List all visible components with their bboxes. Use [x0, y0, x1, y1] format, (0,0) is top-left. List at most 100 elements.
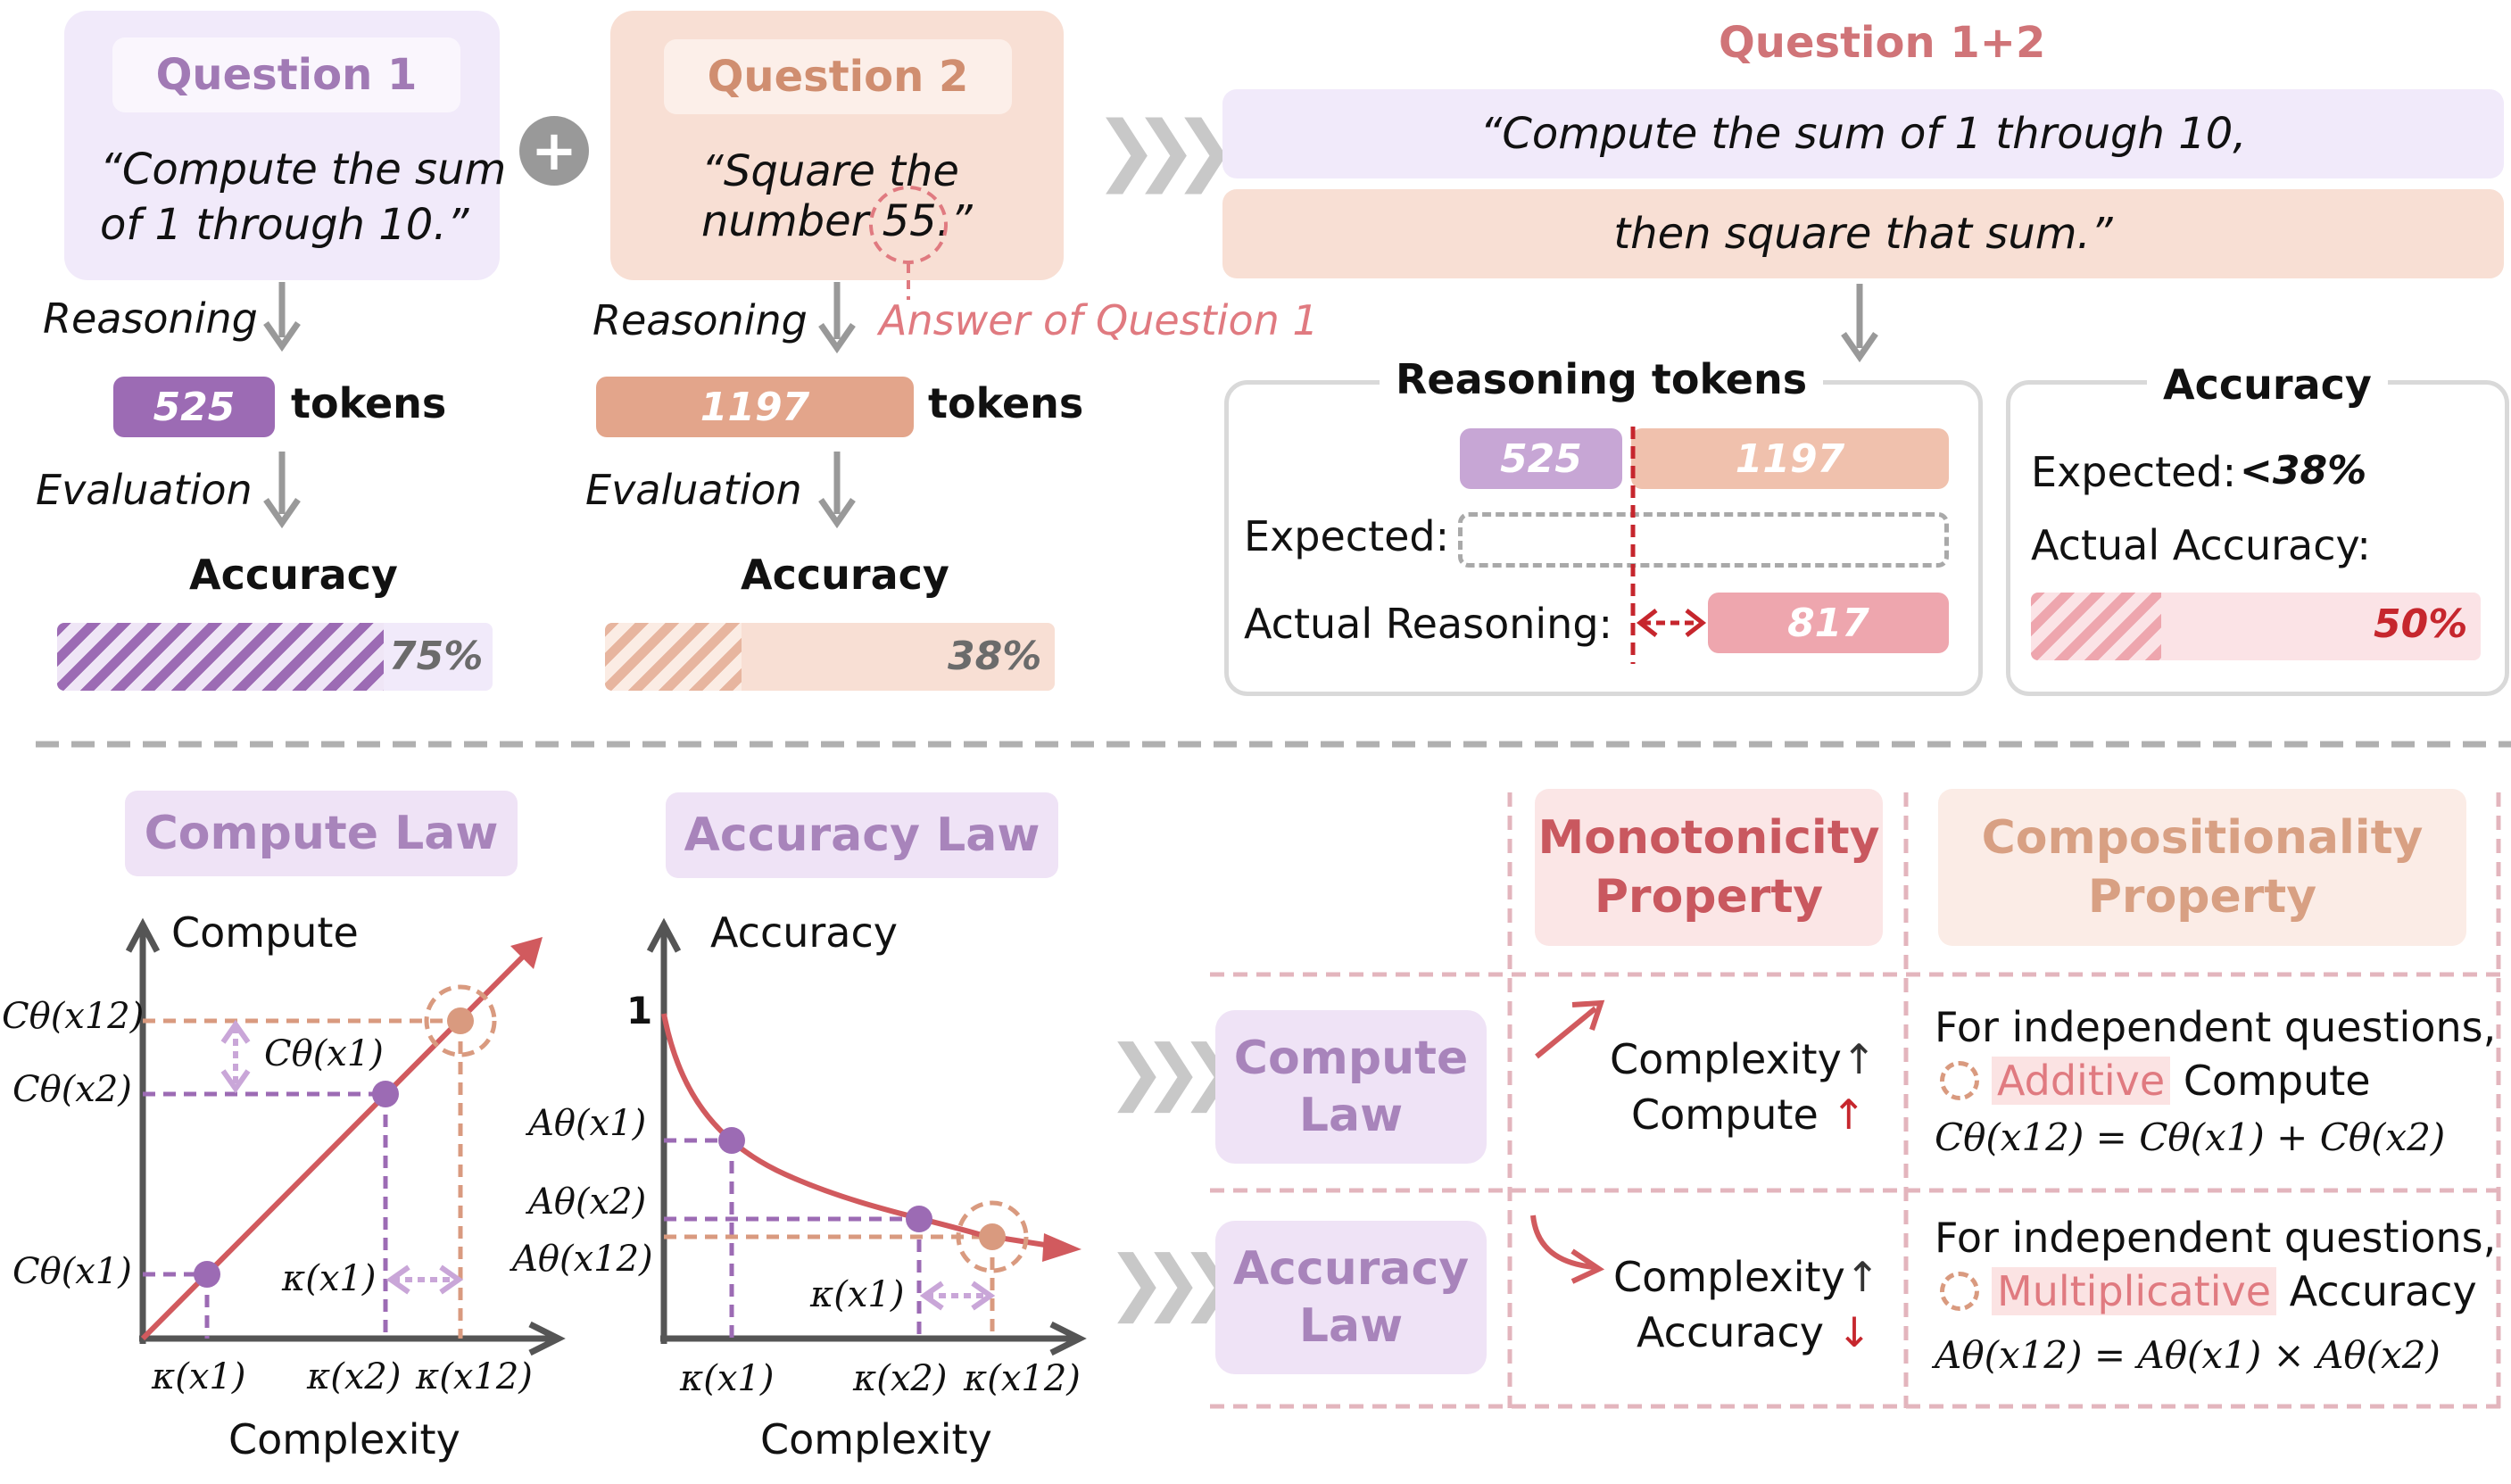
accuracy-comp-line1: For independent questions, [1935, 1214, 2497, 1262]
compute-x-axis-arrowhead [528, 1321, 566, 1356]
compute-point-x12-ring [424, 984, 497, 1057]
col-mono-line1: Monotonicity [1537, 811, 1880, 865]
compute-ytick-x1: Cθ(x1) [12, 1251, 132, 1292]
compute-xtick-x12: κ(x12) [416, 1356, 533, 1397]
compute-xtick-x1: κ(x1) [152, 1356, 246, 1397]
accuracy-actual-bar [2031, 593, 2481, 660]
compute-ytick-x2: Cθ(x2) [12, 1069, 132, 1110]
q2-accuracy-bar [605, 623, 1055, 691]
q12-actual-label: Actual Reasoning: [1244, 600, 1613, 648]
accuracy-point-x1 [718, 1127, 745, 1154]
q12-expected-dashed-bar [1458, 512, 1949, 568]
row-compute-law-header: Compute Law [1215, 1010, 1487, 1164]
accuracy-xtick-x2: κ(x2) [853, 1358, 948, 1399]
q1-tokens-badge: 525 [113, 377, 275, 437]
accuracy-x-axis-arrowhead [1049, 1321, 1087, 1356]
answer-highlight-circle [869, 186, 948, 264]
row-accuracy-line1: Accuracy [1232, 1242, 1470, 1296]
compute-point-x2 [372, 1081, 399, 1107]
q1-evaluation-label: Evaluation [36, 466, 253, 514]
trend-up-arrow [1535, 1006, 1597, 1059]
compute-x-label: Complexity [228, 1415, 460, 1463]
q1-accuracy-label: Accuracy [189, 551, 398, 599]
q2-accuracy-value: 38% [948, 634, 1042, 679]
compute-comp-line1: For independent questions, [1935, 1003, 2497, 1051]
compute-mono-up-red-icon: ↑ [1831, 1090, 1866, 1139]
accuracy-curve-arrowhead [1042, 1233, 1081, 1262]
compute-gap-arrow-horizontal [385, 1264, 464, 1295]
compute-gap-label-bottom: κ(x1) [282, 1258, 377, 1299]
compute-gap-arrow-vertical [220, 1019, 251, 1094]
accuracy-expected-label: Expected: [2031, 448, 2237, 496]
accuracy-ytick-x1: Aθ(x1) [528, 1103, 647, 1144]
row-accuracy-line2: Law [1298, 1299, 1404, 1353]
q2-text-prefix: number [701, 196, 883, 246]
accuracy-mono-down-red-icon: ↓ [1836, 1308, 1872, 1356]
question-1-title: Question 1 [112, 37, 460, 112]
col-monotonicity-header: Monotonicity Property [1535, 789, 1883, 946]
down-arrows [263, 282, 1878, 529]
accuracy-xtick-x12: κ(x12) [964, 1358, 1081, 1399]
q12-tok-q2-badge: 1197 [1631, 428, 1949, 489]
accuracy-actual-fill [2031, 593, 2162, 660]
reasoning-tokens-title: Reasoning tokens [1380, 355, 1824, 403]
accuracy-x-label: Complexity [760, 1415, 992, 1463]
compute-y-label: Compute [171, 908, 359, 957]
compute-mono-up-icon: ↑ [1841, 1035, 1877, 1083]
q2-text-suffix: .” [936, 196, 973, 246]
accuracy-mono-line2: Accuracy ↓ [1637, 1308, 1871, 1356]
accuracy-panel-title: Accuracy [2147, 361, 2388, 409]
col-mono-line2: Property [1594, 870, 1824, 924]
multiplicative-highlight: Multiplicative [1992, 1267, 2277, 1315]
accuracy-point-x12-ring [956, 1200, 1029, 1273]
plus-icon: + [519, 116, 589, 186]
accuracy-comp-rest: Accuracy [2289, 1267, 2477, 1315]
accuracy-point-x2 [906, 1206, 932, 1232]
col-comp-line1: Compositionality [1981, 811, 2424, 865]
accuracy-xtick-x1: κ(x1) [680, 1358, 775, 1399]
compute-line-arrowhead [510, 937, 543, 969]
accuracy-y-axis-arrowhead [646, 917, 682, 953]
question-1-text-line1: “Compute the sum [100, 145, 507, 195]
question-1-2-line2: then square that sum.” [1222, 189, 2504, 278]
q2-reasoning-label: Reasoning [593, 296, 808, 344]
accuracy-point-x12 [979, 1223, 1006, 1250]
q2-answer-note: Answer of Question 1 [879, 296, 1319, 344]
row-compute-line1: Compute [1233, 1032, 1469, 1085]
compute-mono-line1: Complexity↑ [1610, 1035, 1876, 1083]
accuracy-actual-value: 50% [2374, 601, 2468, 647]
q2-evaluation-label: Evaluation [585, 466, 802, 514]
question-1-text-line2: of 1 through 10.” [100, 200, 469, 250]
accuracy-mono-accuracy: Accuracy [1637, 1308, 1825, 1356]
row-compute-line2: Law [1298, 1089, 1404, 1142]
accuracy-ytick-one: 1 [626, 989, 653, 1032]
col-comp-line2: Property [2087, 870, 2317, 924]
compute-point-x1 [194, 1261, 220, 1288]
accuracy-actual-label: Actual Accuracy: [2031, 521, 2371, 569]
question-2-title: Question 2 [664, 39, 1012, 114]
reasoning-gap-arrow [1636, 609, 1707, 637]
q2-tokens-badge: 1197 [596, 377, 914, 437]
question-1-2-line1: “Compute the sum of 1 through 10, [1222, 89, 2504, 178]
accuracy-expected-value: <38% [2240, 448, 2367, 493]
accuracy-mono-complexity: Complexity [1613, 1253, 1845, 1301]
compute-mono-compute: Compute [1631, 1090, 1819, 1139]
compute-point-x12 [447, 1007, 474, 1034]
compute-comp-rest: Compute [2183, 1057, 2371, 1105]
accuracy-gap-label: κ(x1) [810, 1274, 905, 1315]
accuracy-comp-line2: Multiplicative Accuracy [1940, 1267, 2477, 1315]
accuracy-y-label: Accuracy [710, 908, 899, 957]
q1-accuracy-bar [57, 623, 493, 691]
accuracy-gap-arrow [919, 1281, 996, 1311]
q2-accuracy-fill [605, 623, 742, 691]
compute-mono-complexity: Complexity [1610, 1035, 1842, 1083]
compute-law-title: Compute Law [125, 791, 518, 876]
accuracy-mono-up-icon: ↑ [1844, 1253, 1880, 1301]
col-compositionality-header: Compositionality Property [1938, 789, 2466, 946]
row-accuracy-law-header: Accuracy Law [1215, 1221, 1487, 1374]
accuracy-law-title: Accuracy Law [666, 792, 1058, 878]
